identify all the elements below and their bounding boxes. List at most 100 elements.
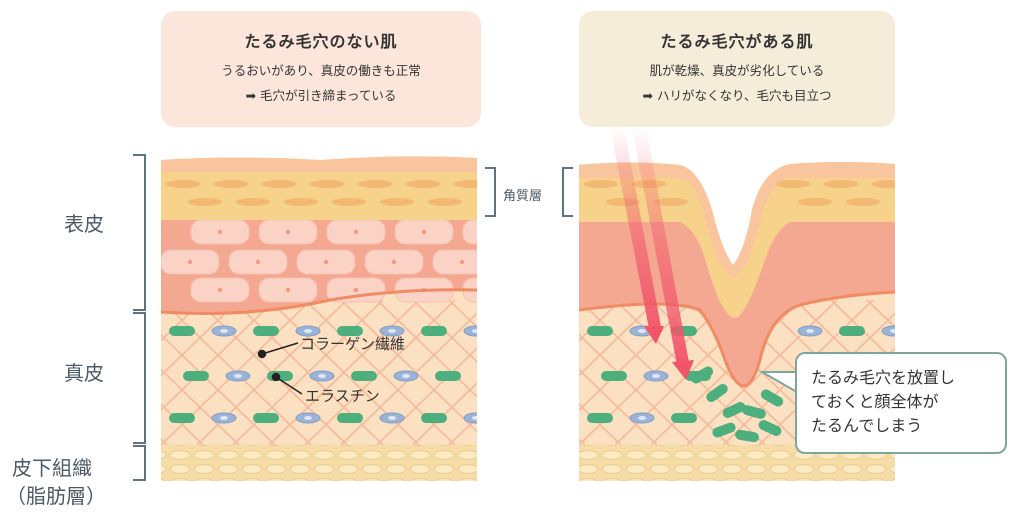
elastin-core: [806, 329, 814, 333]
elastin-core: [304, 329, 312, 333]
collagen-fiber: [337, 413, 363, 423]
collagen-fiber-sagging: [712, 422, 736, 438]
epidermis-cell: [501, 250, 559, 274]
corneum-bracket: [485, 167, 573, 217]
cell-nucleus: [285, 287, 291, 293]
subcutaneous-label: 皮下組織: [12, 456, 92, 480]
uv-arrowhead-2: [672, 360, 694, 380]
dermis-mesh-line: [1011, 300, 1024, 445]
corneum-cell: [846, 198, 880, 206]
elastin-core: [638, 416, 646, 420]
corneum-cell: [428, 198, 462, 206]
corneum-label: 角質層: [503, 189, 543, 204]
dermis-mesh-line: [268, 299, 420, 446]
callout-line-2: ておくと顔全体が: [811, 392, 939, 411]
elastin-core: [652, 374, 660, 378]
corneum-cell: [476, 200, 477, 204]
cell-nucleus: [558, 230, 562, 234]
elastin-core: [472, 329, 477, 333]
corneum-cell: [798, 198, 832, 206]
cell-nucleus: [353, 287, 359, 293]
collagen-fiber: [253, 413, 279, 423]
uv-arrowhead-1: [644, 326, 664, 344]
collagen-fiber-sagging: [735, 429, 759, 443]
healthy-skin-desc-1: うるおいがあり、真皮の働きも正常: [221, 63, 421, 78]
collagen-fiber: [587, 326, 613, 336]
dermis-mesh-line: [161, 299, 240, 377]
corneum-cell: [584, 180, 618, 188]
dermis-mesh-line: [866, 299, 895, 329]
cell-nucleus: [187, 259, 193, 265]
corneum-cell: [236, 198, 270, 206]
collagen-label: コラーゲン繊維: [300, 335, 406, 353]
corneum-cell: [284, 198, 318, 206]
corneum-cell: [332, 198, 366, 206]
collagen-fiber: [337, 326, 363, 336]
collagen-fiber-sagging: [722, 402, 746, 418]
corneum-cell: [406, 180, 440, 188]
dermis-mesh-line: [579, 299, 658, 377]
corneum-cell: [188, 198, 222, 206]
elastin-fiber: [478, 371, 502, 381]
collagen-fiber: [587, 413, 613, 423]
callout-line-1: たるみ毛穴を放置し: [811, 368, 956, 387]
elastin-core: [638, 329, 646, 333]
cell-nucleus: [217, 229, 223, 235]
collagen-fiber: [421, 326, 447, 336]
collagen-fiber: [435, 371, 461, 381]
dermis-mesh-line: [579, 299, 622, 342]
collagen-fiber: [421, 413, 447, 423]
dermis-mesh-line: [412, 299, 477, 363]
corneum-cell: [776, 180, 810, 188]
collagen-fiber-sagging: [690, 366, 714, 384]
elastin-core: [388, 329, 396, 333]
elastin-core: [234, 374, 242, 378]
healthy-skin: [161, 156, 562, 481]
collagen-fiber: [671, 413, 697, 423]
elastin-core: [220, 329, 228, 333]
elastin-core: [890, 329, 895, 333]
cell-nucleus: [490, 230, 494, 234]
elastin-core: [402, 374, 410, 378]
corneum-cell: [824, 180, 858, 188]
epidermis-label: 表皮: [64, 212, 104, 236]
dermis-mesh-line: [161, 299, 204, 342]
fiber-pointers: [257, 342, 303, 395]
collagen-fiber: [601, 371, 627, 381]
sagging-skin-desc-2: ➡ ハリがなくなり、毛穴も目立つ: [642, 88, 832, 103]
collagen-fiber: [169, 326, 195, 336]
corneum-cell: [310, 180, 344, 188]
sagging-skin-desc-1: 肌が乾燥、真皮が劣化している: [649, 63, 825, 78]
elastin-fiber: [881, 325, 895, 337]
uv-rays: [610, 127, 694, 380]
corneum-cell: [654, 198, 688, 206]
collagen-fiber: [253, 326, 279, 336]
elastin-core: [472, 416, 477, 420]
dermis-mesh-line: [1011, 300, 1024, 445]
corneum-cell: [380, 198, 414, 206]
elastin-core: [220, 416, 228, 420]
cell-nucleus: [558, 288, 562, 292]
sagging-skin-title: たるみ毛穴がある肌: [660, 32, 814, 51]
callout-pointer: [758, 371, 798, 393]
dermis-mesh-line: [340, 312, 477, 446]
collagen-fiber-sagging: [742, 405, 766, 419]
epidermis-cell: [462, 219, 477, 245]
collagen-fiber: [183, 371, 209, 381]
cell-nucleus: [421, 229, 427, 235]
dermis-mesh-line: [830, 299, 895, 363]
elastin-core: [388, 416, 396, 420]
elastin-core: [486, 374, 494, 378]
elastin-fiber: [463, 325, 477, 337]
collagen-fiber: [839, 326, 865, 336]
cell-nucleus: [353, 229, 359, 235]
cell-nucleus: [391, 259, 397, 265]
cell-nucleus: [490, 288, 494, 292]
collagen-fiber-sagging: [758, 420, 782, 436]
cell-nucleus: [528, 260, 532, 264]
dermis-label: 真皮: [64, 361, 104, 385]
cell-nucleus: [255, 259, 261, 265]
cell-nucleus: [323, 259, 329, 265]
collagen-fiber: [351, 371, 377, 381]
cell-nucleus: [217, 287, 223, 293]
